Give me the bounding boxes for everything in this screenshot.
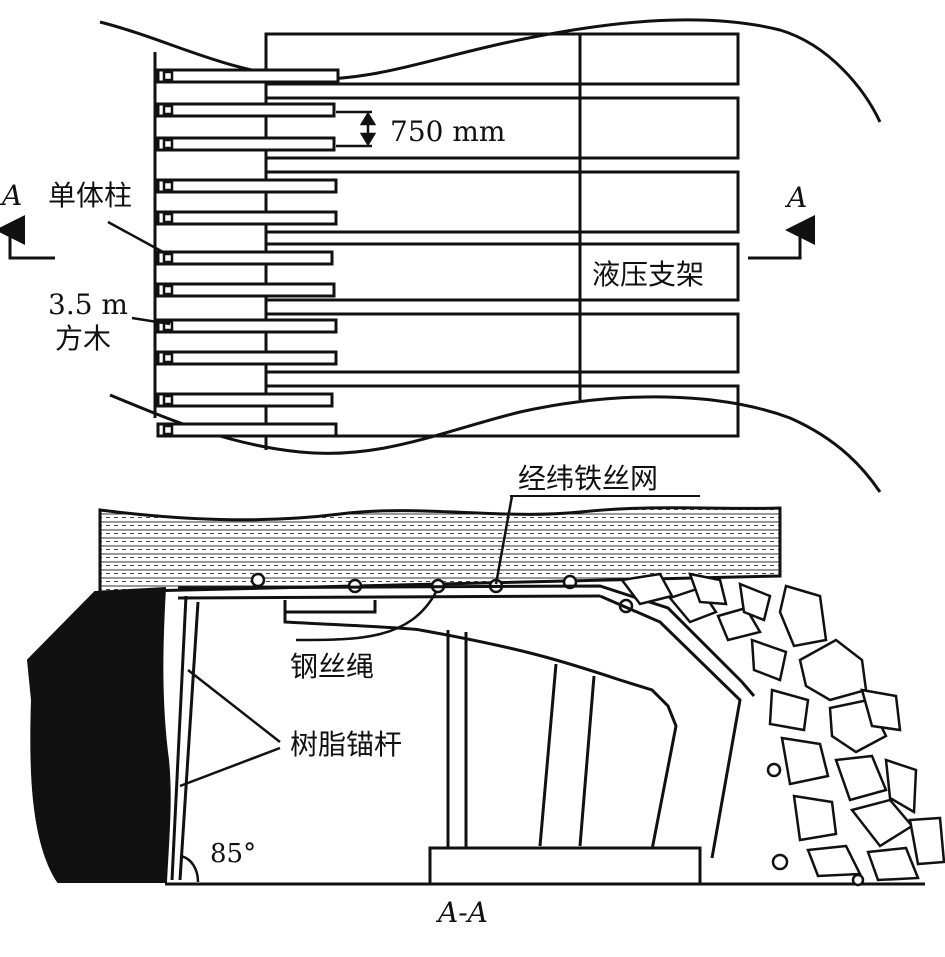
single-prop-label: 单体柱 <box>48 179 132 212</box>
spacing-label: 750 mm <box>390 115 505 148</box>
wire-rope-label: 钢丝绳 <box>290 650 374 683</box>
prop <box>162 104 174 116</box>
resin-bolts <box>170 595 200 881</box>
support-5 <box>264 312 740 374</box>
single-prop-leader <box>107 220 164 254</box>
roof-strata <box>98 506 782 594</box>
prop <box>162 394 174 406</box>
section-name-label: A-A <box>435 896 488 929</box>
spacing-dimension <box>336 110 377 148</box>
timber <box>156 178 338 194</box>
timber <box>156 422 338 438</box>
timber <box>156 102 336 118</box>
plan-bottom-boundary <box>109 393 882 493</box>
support-3 <box>264 170 740 234</box>
coal-wall <box>26 586 171 883</box>
timber-name-label: 方木 <box>55 322 111 355</box>
timber <box>156 68 340 84</box>
angle-label: 85° <box>210 839 256 869</box>
support-4 <box>264 242 740 302</box>
support-6 <box>264 384 740 438</box>
prop <box>162 138 174 150</box>
prop <box>162 180 174 192</box>
timber <box>156 210 338 226</box>
resin-bolt-label: 树脂锚杆 <box>290 728 402 761</box>
section-marker-left <box>0 215 55 260</box>
wire-mesh-label: 经纬铁丝网 <box>518 462 658 495</box>
hydraulic-supports <box>264 32 740 438</box>
wire-rope-ties <box>250 572 634 614</box>
single-props <box>162 70 174 436</box>
prop <box>162 424 174 436</box>
section-marker-right <box>748 215 815 260</box>
prop <box>162 284 174 296</box>
prop <box>162 70 174 82</box>
angle-arc <box>179 854 200 883</box>
timber <box>156 136 336 152</box>
timber-size-label: 3.5 m <box>48 288 128 321</box>
square-timbers <box>156 68 340 438</box>
hydraulic-support-label: 液压支架 <box>592 258 704 291</box>
caved-rock <box>619 572 945 887</box>
support-2 <box>264 96 740 160</box>
wire-mesh-leader <box>494 495 514 585</box>
timber <box>156 392 334 408</box>
prop <box>162 212 174 224</box>
wire-rope-leader <box>295 591 438 642</box>
timber-leader <box>131 316 171 326</box>
prop <box>162 252 174 264</box>
timber <box>156 282 336 298</box>
support-1 <box>264 32 740 86</box>
bolt-leader-upper <box>187 669 281 743</box>
prop <box>162 352 174 364</box>
section-letter-left: A <box>0 179 22 212</box>
section-letter-right: A <box>784 181 807 214</box>
plan-top-boundary <box>99 18 882 123</box>
timber <box>156 318 338 334</box>
timber <box>156 350 338 366</box>
support-side-view <box>177 584 756 886</box>
bolt-leader-lower <box>179 746 281 788</box>
prop <box>162 320 174 332</box>
timber <box>156 250 334 266</box>
